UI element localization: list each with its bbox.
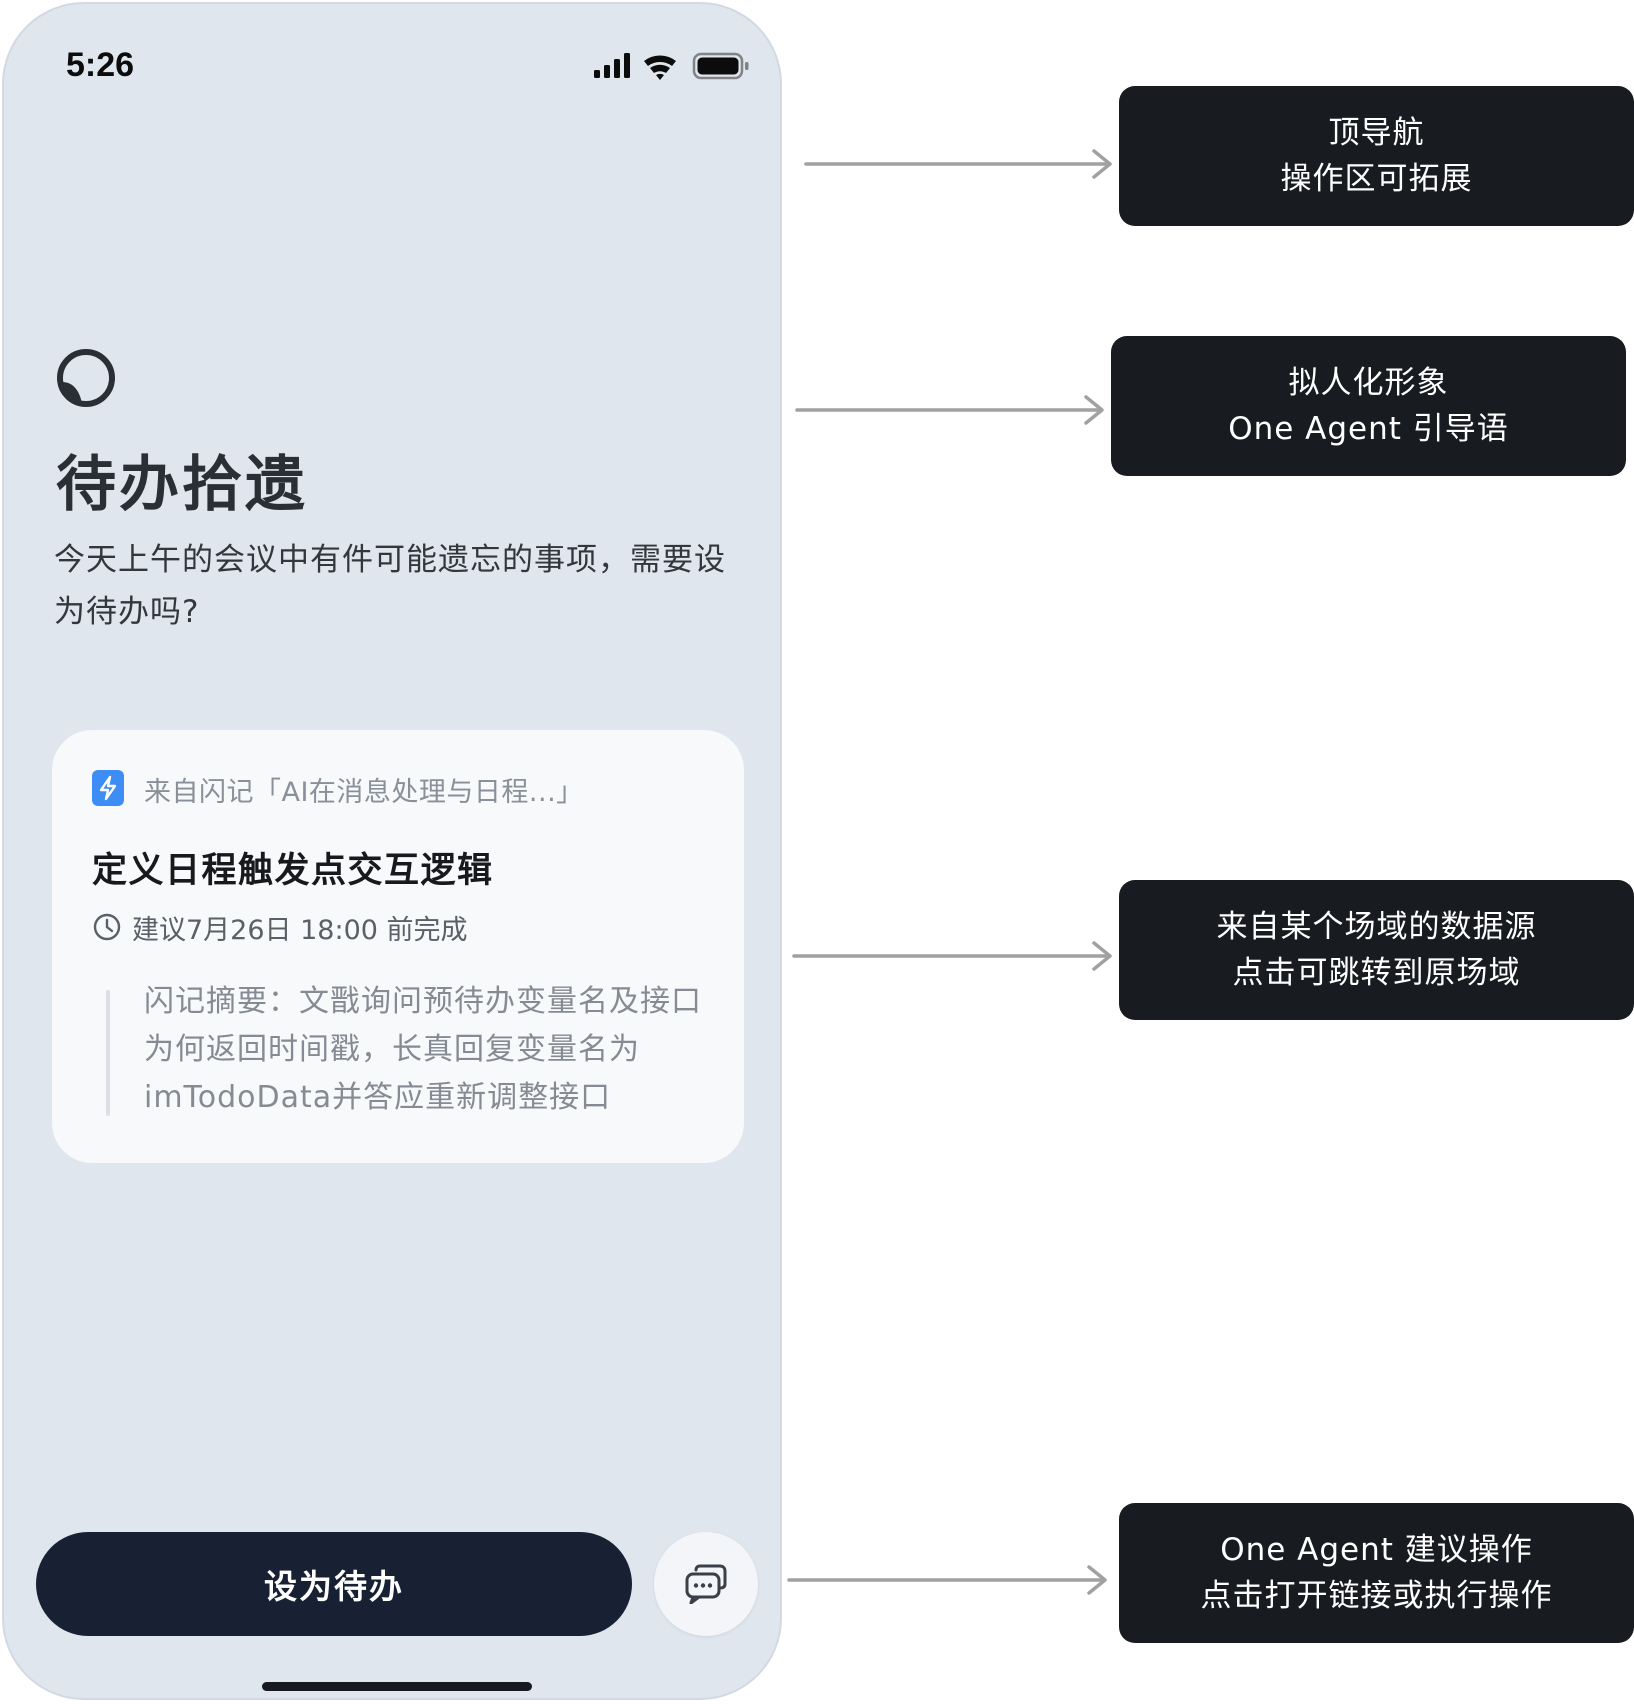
source-link[interactable]: 来自闪记「AI在消息处理与日程...」 [144,777,584,808]
status-icons [594,52,749,80]
note-top-nav: 顶导航 操作区可拓展 [1119,86,1634,226]
page-title: 待办拾遗 [56,450,308,520]
agent-avatar-icon [57,349,115,407]
cellular-signal-icon [594,53,630,78]
due-date-text: 建议7月26日 18:00 前完成 [132,915,468,946]
note-line: 来自某个场域的数据源 [1216,909,1537,945]
quote-bar [106,990,110,1116]
chat-bubbles-icon [685,1564,727,1604]
note-line: 点击打开链接或执行操作 [1200,1578,1553,1614]
todo-suggestion-card[interactable]: 来自闪记「AI在消息处理与日程...」 定义日程触发点交互逻辑 建议7月26日 … [52,730,744,1163]
flash-note-icon [92,770,124,806]
note-line: 拟人化形象 [1288,365,1449,401]
phone-screen: 5:26 待办拾遗 今天上午的会议中有件可能遗 [2,2,782,1700]
agent-intro-text: 今天上午的会议中有件可能遗忘的事项，需要设为待办吗? [54,542,726,630]
note-avatar: 拟人化形象 One Agent 引导语 [1111,336,1626,476]
wifi-icon [644,55,676,80]
arrow-data-source [792,941,1112,971]
arrow-suggested-action [787,1565,1107,1595]
note-line: One Agent 建议操作 [1220,1532,1533,1568]
status-time: 5:26 [66,46,135,84]
set-todo-button[interactable]: 设为待办 [36,1532,632,1636]
note-line: 操作区可拓展 [1280,161,1473,197]
note-data-source: 来自某个场域的数据源 点击可跳转到原场域 [1119,880,1634,1020]
note-summary: 闪记摘要：文戬询问预待办变量名及接口为何返回时间戳，长真回复变量名为imTodo… [144,984,702,1115]
note-suggested-action: One Agent 建议操作 点击打开链接或执行操作 [1119,1503,1634,1643]
note-line: 顶导航 [1328,115,1425,151]
note-line: One Agent 引导语 [1228,411,1509,447]
clock-icon [93,913,121,941]
arrow-avatar [795,395,1104,425]
battery-icon [692,52,749,80]
todo-title: 定义日程触发点交互逻辑 [92,851,494,891]
arrow-top-nav [804,149,1112,179]
home-indicator [262,1682,532,1691]
chat-button[interactable] [654,1532,758,1636]
note-line: 点击可跳转到原场域 [1232,955,1521,991]
